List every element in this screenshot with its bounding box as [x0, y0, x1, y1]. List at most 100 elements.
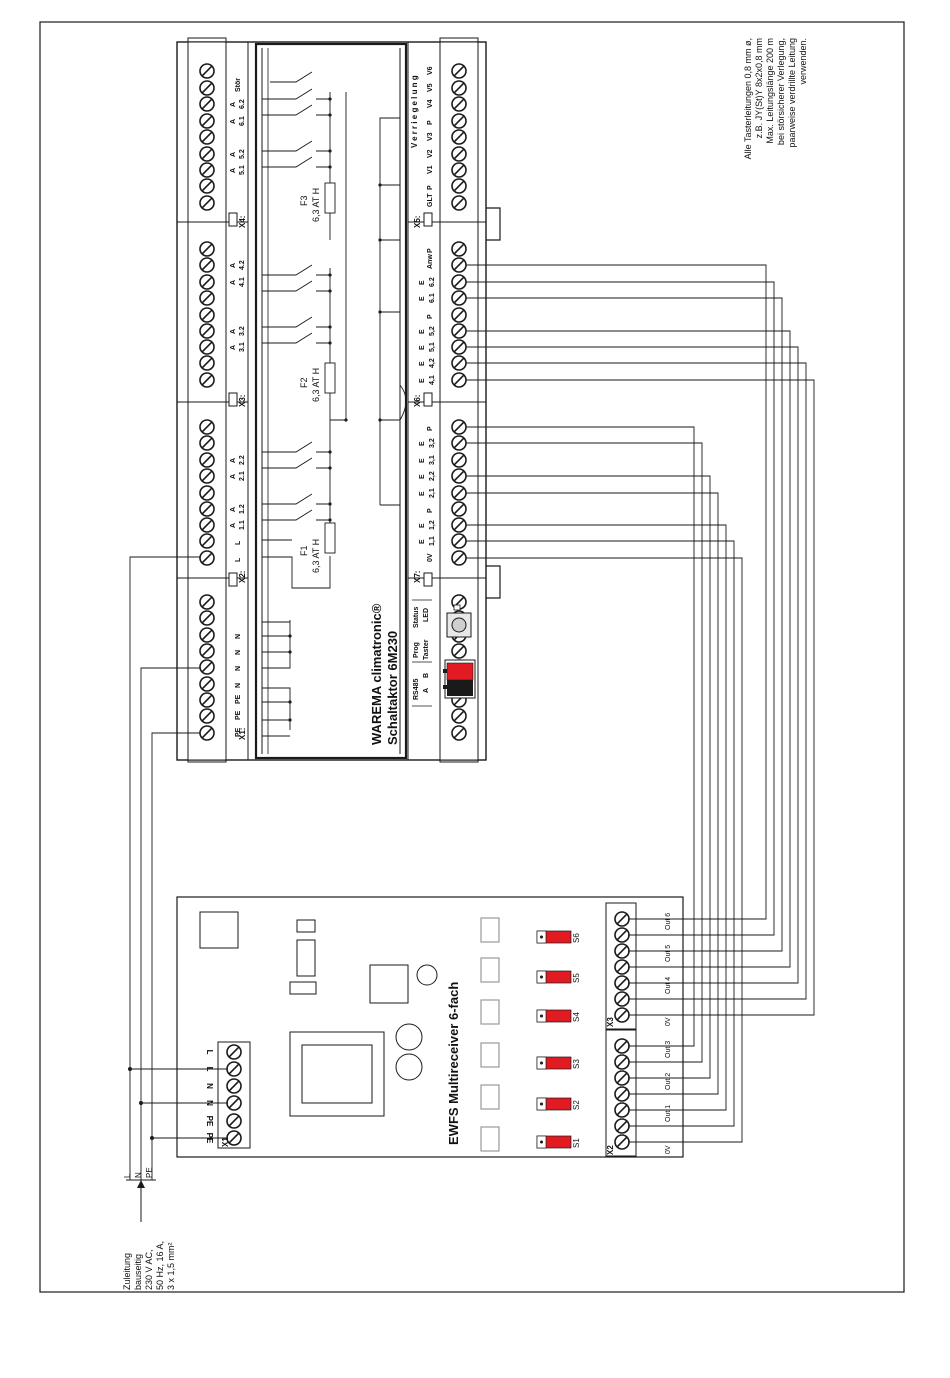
- actuator-top-screw[interactable]: [199, 339, 215, 355]
- actuator-bottom-screw[interactable]: [451, 452, 467, 468]
- actuator-bottom-screw[interactable]: [451, 517, 467, 533]
- actuator-top-screw[interactable]: [199, 323, 215, 339]
- actuator-bottom-screw[interactable]: [451, 257, 467, 273]
- actuator-top-screw[interactable]: [199, 195, 215, 211]
- actuator-bottom-screw[interactable]: [451, 533, 467, 549]
- dip-switch[interactable]: [536, 1135, 572, 1149]
- receiver-x3-screw[interactable]: [614, 975, 630, 991]
- actuator-top-screw[interactable]: [199, 113, 215, 129]
- receiver-x2-screw[interactable]: [614, 1070, 630, 1086]
- actuator-top-screw[interactable]: [199, 468, 215, 484]
- rs485-plug[interactable]: [443, 659, 476, 699]
- receiver-x2-screw[interactable]: [614, 1086, 630, 1102]
- receiver-x1-screw[interactable]: [226, 1061, 242, 1077]
- actuator-bottom-screw[interactable]: [451, 468, 467, 484]
- actuator-bottom-screw[interactable]: [451, 339, 467, 355]
- dip-switch[interactable]: [536, 1056, 572, 1070]
- actuator-top-screw[interactable]: [199, 708, 215, 724]
- actuator-bottom-screw[interactable]: [451, 162, 467, 178]
- actuator-bottom-screw[interactable]: [451, 501, 467, 517]
- receiver-x1-screw[interactable]: [226, 1044, 242, 1060]
- actuator-top-screw[interactable]: [199, 96, 215, 112]
- actuator-bottom-screw[interactable]: [451, 435, 467, 451]
- actuator-bottom-screw[interactable]: [451, 725, 467, 741]
- actuator-bottom-screw[interactable]: [451, 63, 467, 79]
- receiver-pushbutton[interactable]: [480, 999, 500, 1025]
- actuator-top-screw[interactable]: [199, 594, 215, 610]
- actuator-bottom-screw[interactable]: [451, 643, 467, 659]
- receiver-x3-screw[interactable]: [614, 911, 630, 927]
- actuator-bottom-screw[interactable]: [451, 485, 467, 501]
- receiver-pushbutton[interactable]: [480, 1084, 500, 1110]
- actuator-bottom-screw[interactable]: [451, 178, 467, 194]
- actuator-bottom-screw[interactable]: [451, 550, 467, 566]
- actuator-top-screw[interactable]: [199, 241, 215, 257]
- receiver-pushbutton[interactable]: [480, 1126, 500, 1152]
- actuator-bottom-screw[interactable]: [451, 96, 467, 112]
- actuator-top-screw[interactable]: [199, 452, 215, 468]
- actuator-bottom-screw[interactable]: [451, 146, 467, 162]
- dip-switch[interactable]: [536, 1009, 572, 1023]
- actuator-top-screw[interactable]: [199, 517, 215, 533]
- actuator-bottom-screw[interactable]: [451, 129, 467, 145]
- actuator-top-screw[interactable]: [199, 627, 215, 643]
- actuator-top-screw[interactable]: [199, 162, 215, 178]
- receiver-pushbutton[interactable]: [480, 1042, 500, 1068]
- actuator-top-screw[interactable]: [199, 307, 215, 323]
- prog-button[interactable]: [446, 612, 472, 638]
- actuator-top-screw[interactable]: [199, 419, 215, 435]
- actuator-top-screw[interactable]: [199, 659, 215, 675]
- receiver-x1-screw[interactable]: [226, 1095, 242, 1111]
- actuator-bottom-screw[interactable]: [451, 80, 467, 96]
- actuator-top-screw[interactable]: [199, 129, 215, 145]
- receiver-x1-screw[interactable]: [226, 1113, 242, 1129]
- actuator-bottom-screw[interactable]: [451, 195, 467, 211]
- actuator-top-screw[interactable]: [199, 643, 215, 659]
- actuator-top-screw[interactable]: [199, 372, 215, 388]
- receiver-x3-screw[interactable]: [614, 1007, 630, 1023]
- actuator-top-screw[interactable]: [199, 178, 215, 194]
- dip-switch[interactable]: [536, 930, 572, 944]
- receiver-x1-screw[interactable]: [226, 1078, 242, 1094]
- dip-switch[interactable]: [536, 970, 572, 984]
- receiver-x2-screw[interactable]: [614, 1102, 630, 1118]
- receiver-pushbutton[interactable]: [480, 957, 500, 983]
- actuator-bottom-screw[interactable]: [451, 419, 467, 435]
- actuator-top-screw[interactable]: [199, 355, 215, 371]
- receiver-x3-screw[interactable]: [614, 943, 630, 959]
- actuator-top-screw[interactable]: [199, 257, 215, 273]
- actuator-top-screw[interactable]: [199, 274, 215, 290]
- receiver-x2-screw[interactable]: [614, 1134, 630, 1150]
- actuator-bottom-screw[interactable]: [451, 290, 467, 306]
- actuator-top-screw[interactable]: [199, 435, 215, 451]
- receiver-x3-screw[interactable]: [614, 959, 630, 975]
- actuator-bottom-screw[interactable]: [451, 307, 467, 323]
- actuator-top-screw[interactable]: [199, 80, 215, 96]
- actuator-top-screw[interactable]: [199, 533, 215, 549]
- actuator-bottom-screw[interactable]: [451, 241, 467, 257]
- actuator-bottom-screw[interactable]: [451, 372, 467, 388]
- actuator-bottom-screw[interactable]: [451, 274, 467, 290]
- receiver-x2-screw[interactable]: [614, 1118, 630, 1134]
- actuator-top-screw[interactable]: [199, 676, 215, 692]
- actuator-top-screw[interactable]: [199, 485, 215, 501]
- actuator-bottom-screw[interactable]: [451, 323, 467, 339]
- receiver-x2-screw[interactable]: [614, 1054, 630, 1070]
- actuator-top-screw[interactable]: [199, 146, 215, 162]
- receiver-x2-screw[interactable]: [614, 1038, 630, 1054]
- receiver-pushbutton[interactable]: [480, 917, 500, 943]
- receiver-x3-screw[interactable]: [614, 991, 630, 1007]
- actuator-top-screw[interactable]: [199, 610, 215, 626]
- actuator-top-screw[interactable]: [199, 501, 215, 517]
- receiver-x3-screw[interactable]: [614, 927, 630, 943]
- actuator-top-screw[interactable]: [199, 63, 215, 79]
- actuator-top-screw[interactable]: [199, 550, 215, 566]
- actuator-top-screw[interactable]: [199, 290, 215, 306]
- dip-switch-label: S5: [572, 973, 581, 983]
- actuator-top-screw[interactable]: [199, 692, 215, 708]
- actuator-bottom-screw[interactable]: [451, 113, 467, 129]
- actuator-top-screw[interactable]: [199, 725, 215, 741]
- actuator-bottom-screw[interactable]: [451, 708, 467, 724]
- actuator-bottom-screw[interactable]: [451, 355, 467, 371]
- dip-switch[interactable]: [536, 1097, 572, 1111]
